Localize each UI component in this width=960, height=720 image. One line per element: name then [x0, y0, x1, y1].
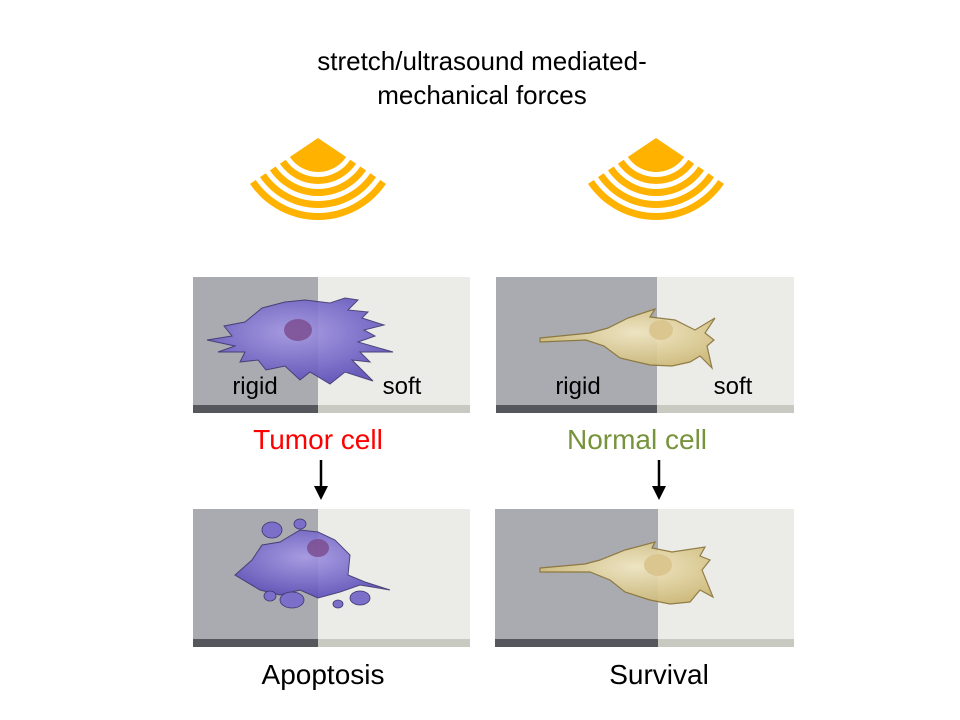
apoptosis-label: Apoptosis [262, 659, 385, 690]
rigid-base [193, 405, 318, 413]
normal-cell [539, 307, 716, 370]
ultrasound-wave-arc [279, 159, 357, 185]
soft-base [318, 639, 470, 647]
rigid-base [496, 405, 657, 413]
rigid-base [193, 639, 318, 647]
soft-base [658, 639, 794, 647]
ultrasound-wave-arc [250, 179, 386, 220]
tumor-nucleus [284, 319, 312, 341]
title-line-2: mechanical forces [377, 80, 587, 110]
normal-cell-label: Normal cell [567, 424, 707, 455]
normal-nucleus [649, 320, 673, 340]
ultrasound-source [627, 138, 685, 173]
normal-nucleus [644, 554, 672, 576]
ultrasound-source [289, 138, 347, 173]
rigid-base [495, 639, 658, 647]
ultrasound-wave-arc [607, 166, 705, 196]
ultrasound-wave-icon [588, 138, 724, 221]
soft-label: soft [714, 373, 753, 400]
arrow-down-icon [314, 460, 328, 500]
arrow-down-icon [652, 460, 666, 500]
survival-label: Survival [609, 659, 709, 690]
soft-label: soft [383, 373, 422, 400]
tumor-nucleus [307, 539, 329, 557]
rigid-label: rigid [555, 373, 600, 400]
apoptotic-tumor-cell [234, 529, 391, 599]
normal-cell [539, 541, 715, 605]
tumor-cell-spread [206, 297, 394, 385]
ultrasound-wave-arc [588, 179, 724, 221]
ultrasound-wave-arc [259, 173, 377, 208]
apoptotic-bodies [261, 518, 371, 609]
tumor-cell-substrate-panel: rigid soft [193, 277, 470, 413]
ultrasound-wave-arc [269, 166, 367, 196]
ultrasound-wave-arc [597, 173, 715, 209]
title-line-1: stretch/ultrasound mediated- [317, 46, 647, 76]
tumor-cell-label: Tumor cell [253, 424, 383, 455]
soft-base [318, 405, 470, 413]
ultrasound-wave-icon [250, 138, 386, 220]
apoptosis-panel [193, 509, 470, 647]
ultrasound-wave-arc [617, 159, 695, 184]
normal-cell-substrate-panel: rigid soft [496, 277, 794, 413]
soft-base [657, 405, 794, 413]
survival-panel [495, 509, 794, 647]
rigid-label: rigid [232, 373, 277, 400]
